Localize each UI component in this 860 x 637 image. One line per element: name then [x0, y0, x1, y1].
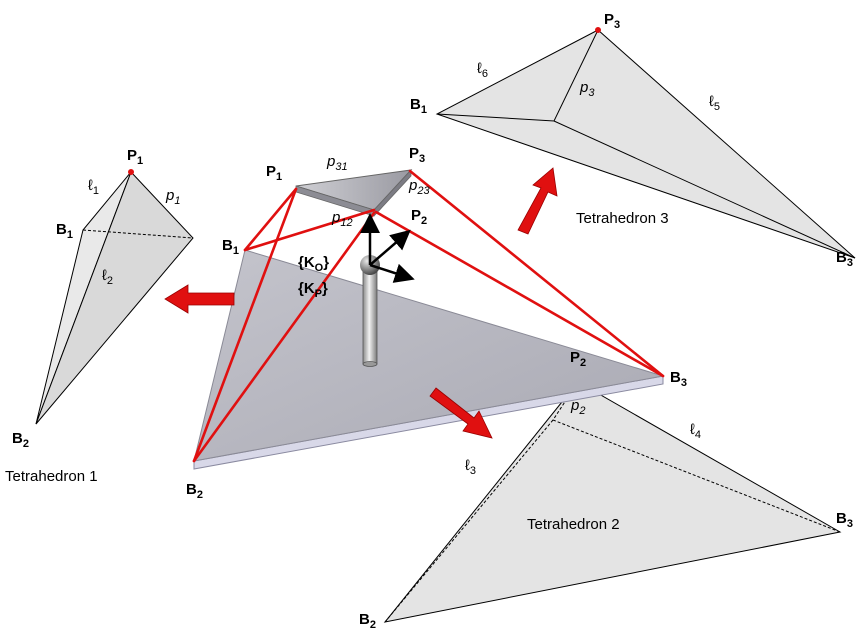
central-post: [360, 255, 380, 367]
arrow-to-tet2: [429, 387, 493, 439]
frame-arrows: [360, 213, 415, 283]
tetrahedron-3: [435, 27, 856, 259]
label-l1-left: ℓ1: [88, 177, 99, 197]
red-arrows: [164, 167, 558, 439]
label-p1-left: P1: [127, 147, 143, 167]
caption-tetrahedron-3: Tetrahedron 3: [576, 210, 669, 227]
label-b1-center: B1: [222, 237, 239, 257]
label-p31: p31: [326, 153, 348, 173]
arrow-to-tet3: [517, 167, 558, 235]
label-b2-center: B2: [186, 481, 203, 501]
label-b1-left: B1: [56, 221, 73, 241]
label-b2-bottom: B2: [359, 611, 376, 631]
tetrahedron-1: [35, 169, 194, 425]
arrow-to-tet1: [164, 284, 235, 314]
label-b3-center: B3: [670, 369, 687, 389]
tet1-dashed-edge: [82, 229, 194, 239]
label-p1-small-left: p1: [165, 187, 180, 207]
label-b2-left: B2: [12, 430, 29, 450]
label-b3-bottom: B3: [836, 510, 853, 530]
legs: [192, 169, 665, 463]
label-l4: ℓ4: [690, 421, 701, 441]
tet3-face: [435, 29, 856, 259]
label-p2-bottom: P2: [570, 349, 586, 369]
tet2-face: [383, 381, 842, 623]
tet3-p3-point: [595, 27, 601, 33]
caption-tetrahedron-1: Tetrahedron 1: [5, 468, 98, 485]
tet1-p1-point: [128, 169, 134, 175]
label-p12: p12: [331, 209, 353, 229]
label-p2-center: P2: [411, 207, 427, 227]
label-p23: p23: [408, 177, 430, 197]
label-ko: {KO}: [298, 254, 329, 274]
label-l2-left: ℓ2: [102, 267, 113, 287]
label-p2-small-bottom: p2: [570, 397, 585, 417]
label-p3-top: P3: [604, 11, 620, 31]
label-l3: ℓ3: [465, 457, 476, 477]
label-p3-center: P3: [409, 145, 425, 165]
label-p3-small-top: p3: [579, 79, 595, 99]
label-kp: {KP}: [298, 280, 328, 300]
label-p1-center: P1: [266, 163, 282, 183]
label-l5: ℓ5: [709, 93, 720, 113]
label-l6: ℓ6: [477, 60, 488, 80]
moving-platform: [295, 168, 413, 218]
caption-tetrahedron-2: Tetrahedron 2: [527, 516, 620, 533]
base-plate: [193, 249, 664, 470]
label-b3-top: B3: [836, 249, 853, 269]
label-b1-top: B1: [410, 96, 427, 116]
